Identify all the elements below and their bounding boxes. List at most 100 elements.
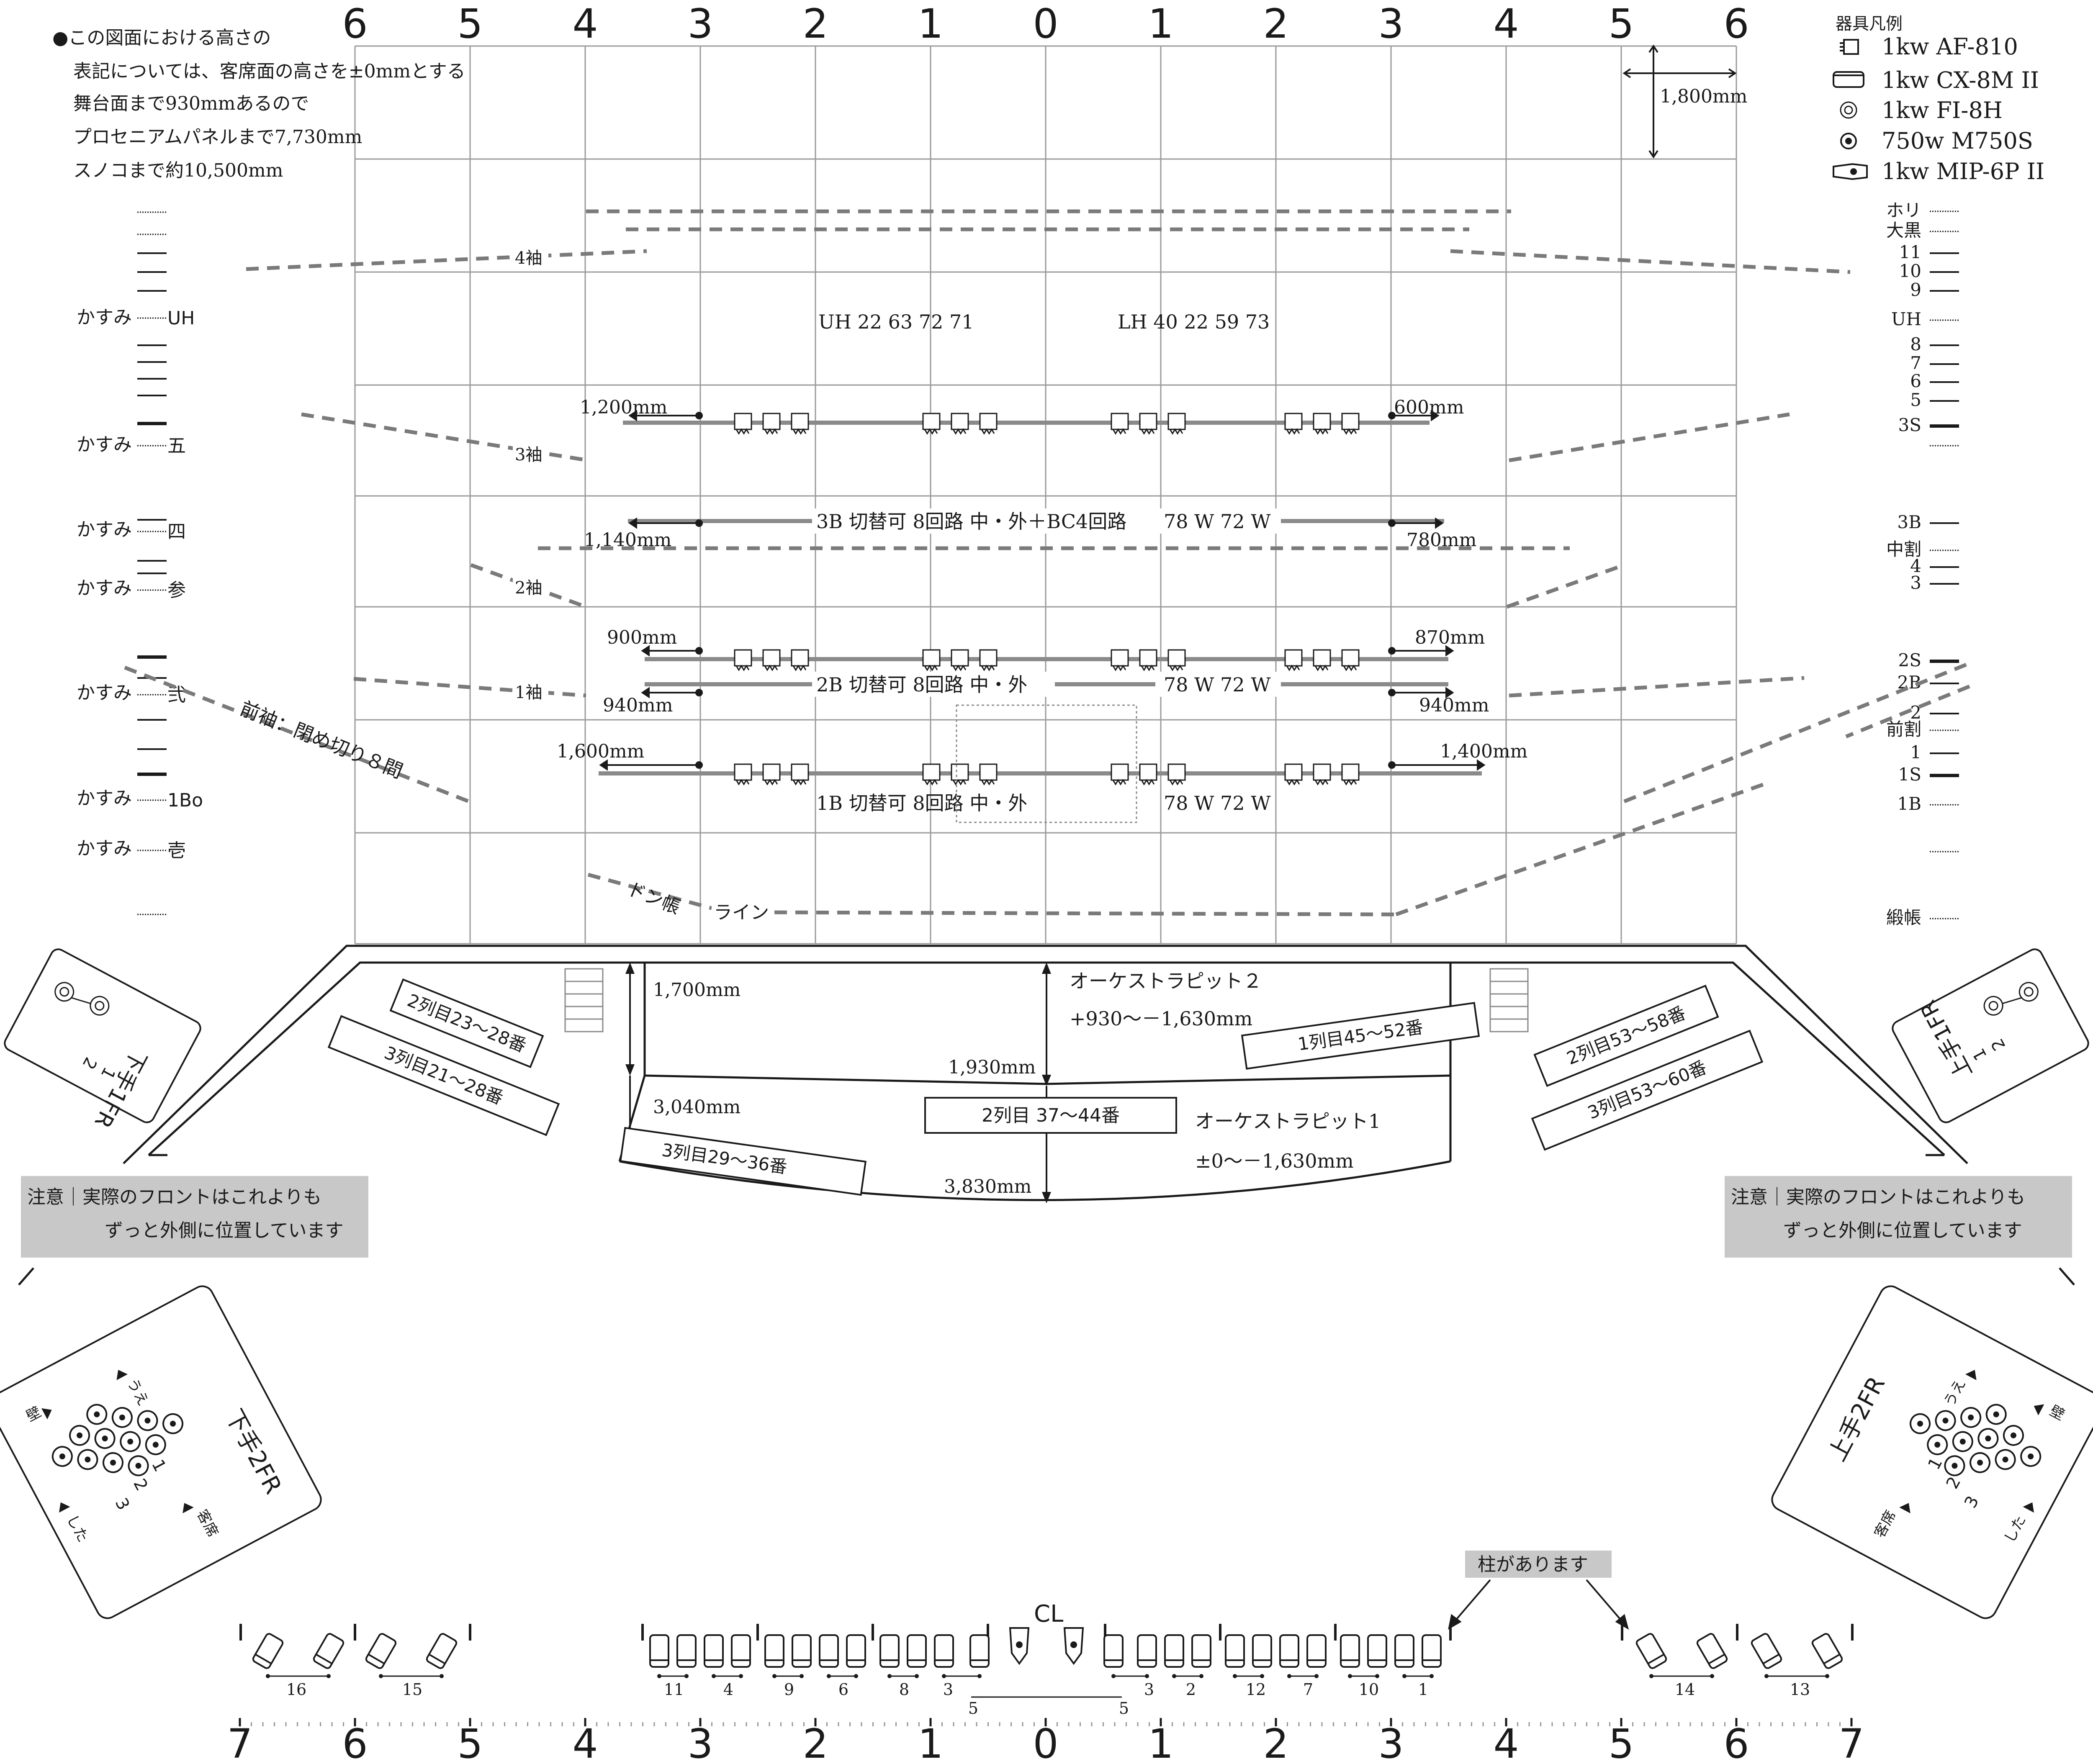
kasumi-label: かすみ <box>77 788 132 809</box>
batten-fixtures <box>734 413 1360 786</box>
front-circuit-numbers: 16 15 11 4 9 6 8 3 5 5 3 2 12 7 10 1 14 … <box>286 1680 1810 1718</box>
cx8m-icon <box>1833 71 1864 88</box>
dim-label: 940mm <box>603 695 673 716</box>
kasumi-label: かすみ <box>77 519 132 540</box>
cx8m-fixture <box>1225 1634 1245 1668</box>
circuit-num: 16 <box>286 1680 306 1699</box>
line-label: 8 <box>1910 334 1921 354</box>
axis-label: 1 <box>918 1720 943 1764</box>
cx8m-fixture <box>934 1634 954 1668</box>
af810-fixture <box>1341 763 1360 786</box>
kasumi-tag: 弐 <box>167 684 186 706</box>
battens <box>599 421 1482 775</box>
kasumi-tag: 壱 <box>167 840 186 861</box>
af810-fixture <box>1139 413 1157 435</box>
dim-label: 3,830mm <box>944 1176 1031 1197</box>
right-2fr-panel: 上手2FR 壁 うえ した 客席 1 2 3 <box>1771 1285 2093 1619</box>
circuit-num: 5 <box>968 1699 978 1718</box>
kasumi-label: かすみ <box>77 434 132 455</box>
mip6p-icon <box>1833 163 1868 180</box>
axis-label: 5 <box>457 1720 483 1764</box>
af810-fixture <box>1111 413 1129 435</box>
cx8m-fixture <box>1137 1634 1157 1668</box>
line-label: 大黒 <box>1886 220 1921 241</box>
line-label: ホリ <box>1886 200 1921 221</box>
af810-fixture <box>762 649 781 671</box>
circuit-num: 13 <box>1790 1680 1810 1699</box>
axis-label: 2 <box>802 1720 828 1764</box>
axis-label: 5 <box>457 0 483 47</box>
m750s-fixture <box>1909 1413 1931 1434</box>
axis-label: 1 <box>1148 1720 1173 1764</box>
axis-label: 6 <box>342 0 368 47</box>
circuit-num: 6 <box>838 1680 849 1699</box>
cx8m-fixture <box>704 1634 724 1668</box>
m750s-icon <box>1840 133 1857 149</box>
m750s-fixture <box>120 1431 141 1452</box>
2b-circuits: 2B 切替可 8回路 中・外 <box>816 673 1027 696</box>
m750s-fixture <box>2020 1446 2042 1467</box>
kasumi-tag: 四 <box>167 521 186 542</box>
pit2-range: +930〜－1,630mm <box>1070 1007 1252 1030</box>
axis-label: 7 <box>227 1720 252 1764</box>
uh-circuits: UH 22 63 72 71 <box>818 311 974 333</box>
af810-fixture <box>791 763 809 786</box>
axis-label: 7 <box>1838 1720 1864 1764</box>
right-line-list: ホリ 大黒 11 10 9 UH 8 7 6 5 3S 3B 中割 4 3 2S… <box>1886 200 1959 928</box>
af810-fixture <box>762 763 781 786</box>
wing-dashes <box>124 209 1970 917</box>
axis-label: 1 <box>1148 0 1173 47</box>
legend: 器具凡例 1kw AF-810 1kw CX-8M II 1kw FI-8H 7… <box>1833 14 2044 185</box>
axis-label: 0 <box>1033 0 1058 47</box>
donchou-label: ライン <box>714 902 769 923</box>
af810-fixture <box>734 649 752 671</box>
axis-label: 4 <box>1493 1720 1519 1764</box>
axis-label: 4 <box>1493 0 1519 47</box>
af810-icon <box>1840 39 1859 55</box>
kasumi-tag: 五 <box>167 435 186 457</box>
af810-fixture <box>791 413 809 435</box>
circuit-num: 3 <box>1144 1680 1154 1699</box>
line-label: 7 <box>1910 353 1921 373</box>
legend-label: 1kw CX-8M II <box>1882 67 2039 93</box>
m750s-fixture <box>86 1404 108 1425</box>
af810-fixture <box>1139 763 1157 786</box>
dim-label: 780mm <box>1406 529 1476 551</box>
mip6p-fixture <box>1063 1627 1084 1665</box>
af810-fixture <box>762 413 781 435</box>
line-label: 3 <box>1910 573 1921 593</box>
note-line: ●この図面における高さの <box>52 27 271 49</box>
line-label: 11 <box>1899 242 1921 262</box>
wing-label: 2袖 <box>515 578 542 598</box>
notice-line: 注意｜実際のフロントはこれよりも <box>27 1186 321 1208</box>
af810-fixture <box>922 649 941 671</box>
circuit-num: 12 <box>1246 1680 1266 1699</box>
dim-label: 1,600mm <box>557 741 644 762</box>
axis-label: 0 <box>1033 1720 1058 1764</box>
pit2-title: オーケストラピット２ <box>1070 970 1262 992</box>
cx8m-fixture <box>1252 1634 1272 1668</box>
axis-label: 3 <box>687 1720 713 1764</box>
kasumi-label: かすみ <box>77 682 132 704</box>
grid-dimension <box>1622 44 1737 159</box>
m750s-fixture <box>94 1428 116 1449</box>
m750s-fixture <box>128 1455 149 1476</box>
af810-fixture <box>1139 649 1157 671</box>
af810-fixture <box>1167 413 1186 435</box>
left-kasumi-labels: かすみ UH かすみ 五 かすみ 四 かすみ 参 かすみ 弐 かすみ 1Bo か… <box>77 307 203 861</box>
grid-dimension-label: 1,800mm <box>1660 86 1747 107</box>
dim-label: 1,930mm <box>948 1057 1036 1078</box>
af810-fixture <box>1167 649 1186 671</box>
axis-label: 6 <box>342 1720 368 1764</box>
af810-fixture <box>951 649 969 671</box>
cx8m-fixture <box>676 1634 697 1668</box>
1b-circuits-w: 78 W 72 W <box>1164 792 1271 814</box>
cx8m-fixture <box>1306 1634 1327 1668</box>
m750s-fixture <box>145 1434 166 1456</box>
dim-label: 940mm <box>1419 695 1489 716</box>
cx8m-fixture <box>426 1633 458 1669</box>
notice-line: ずっと外側に位置しています <box>105 1220 344 1241</box>
af810-fixture <box>1313 413 1331 435</box>
axis-label: 2 <box>802 0 828 47</box>
